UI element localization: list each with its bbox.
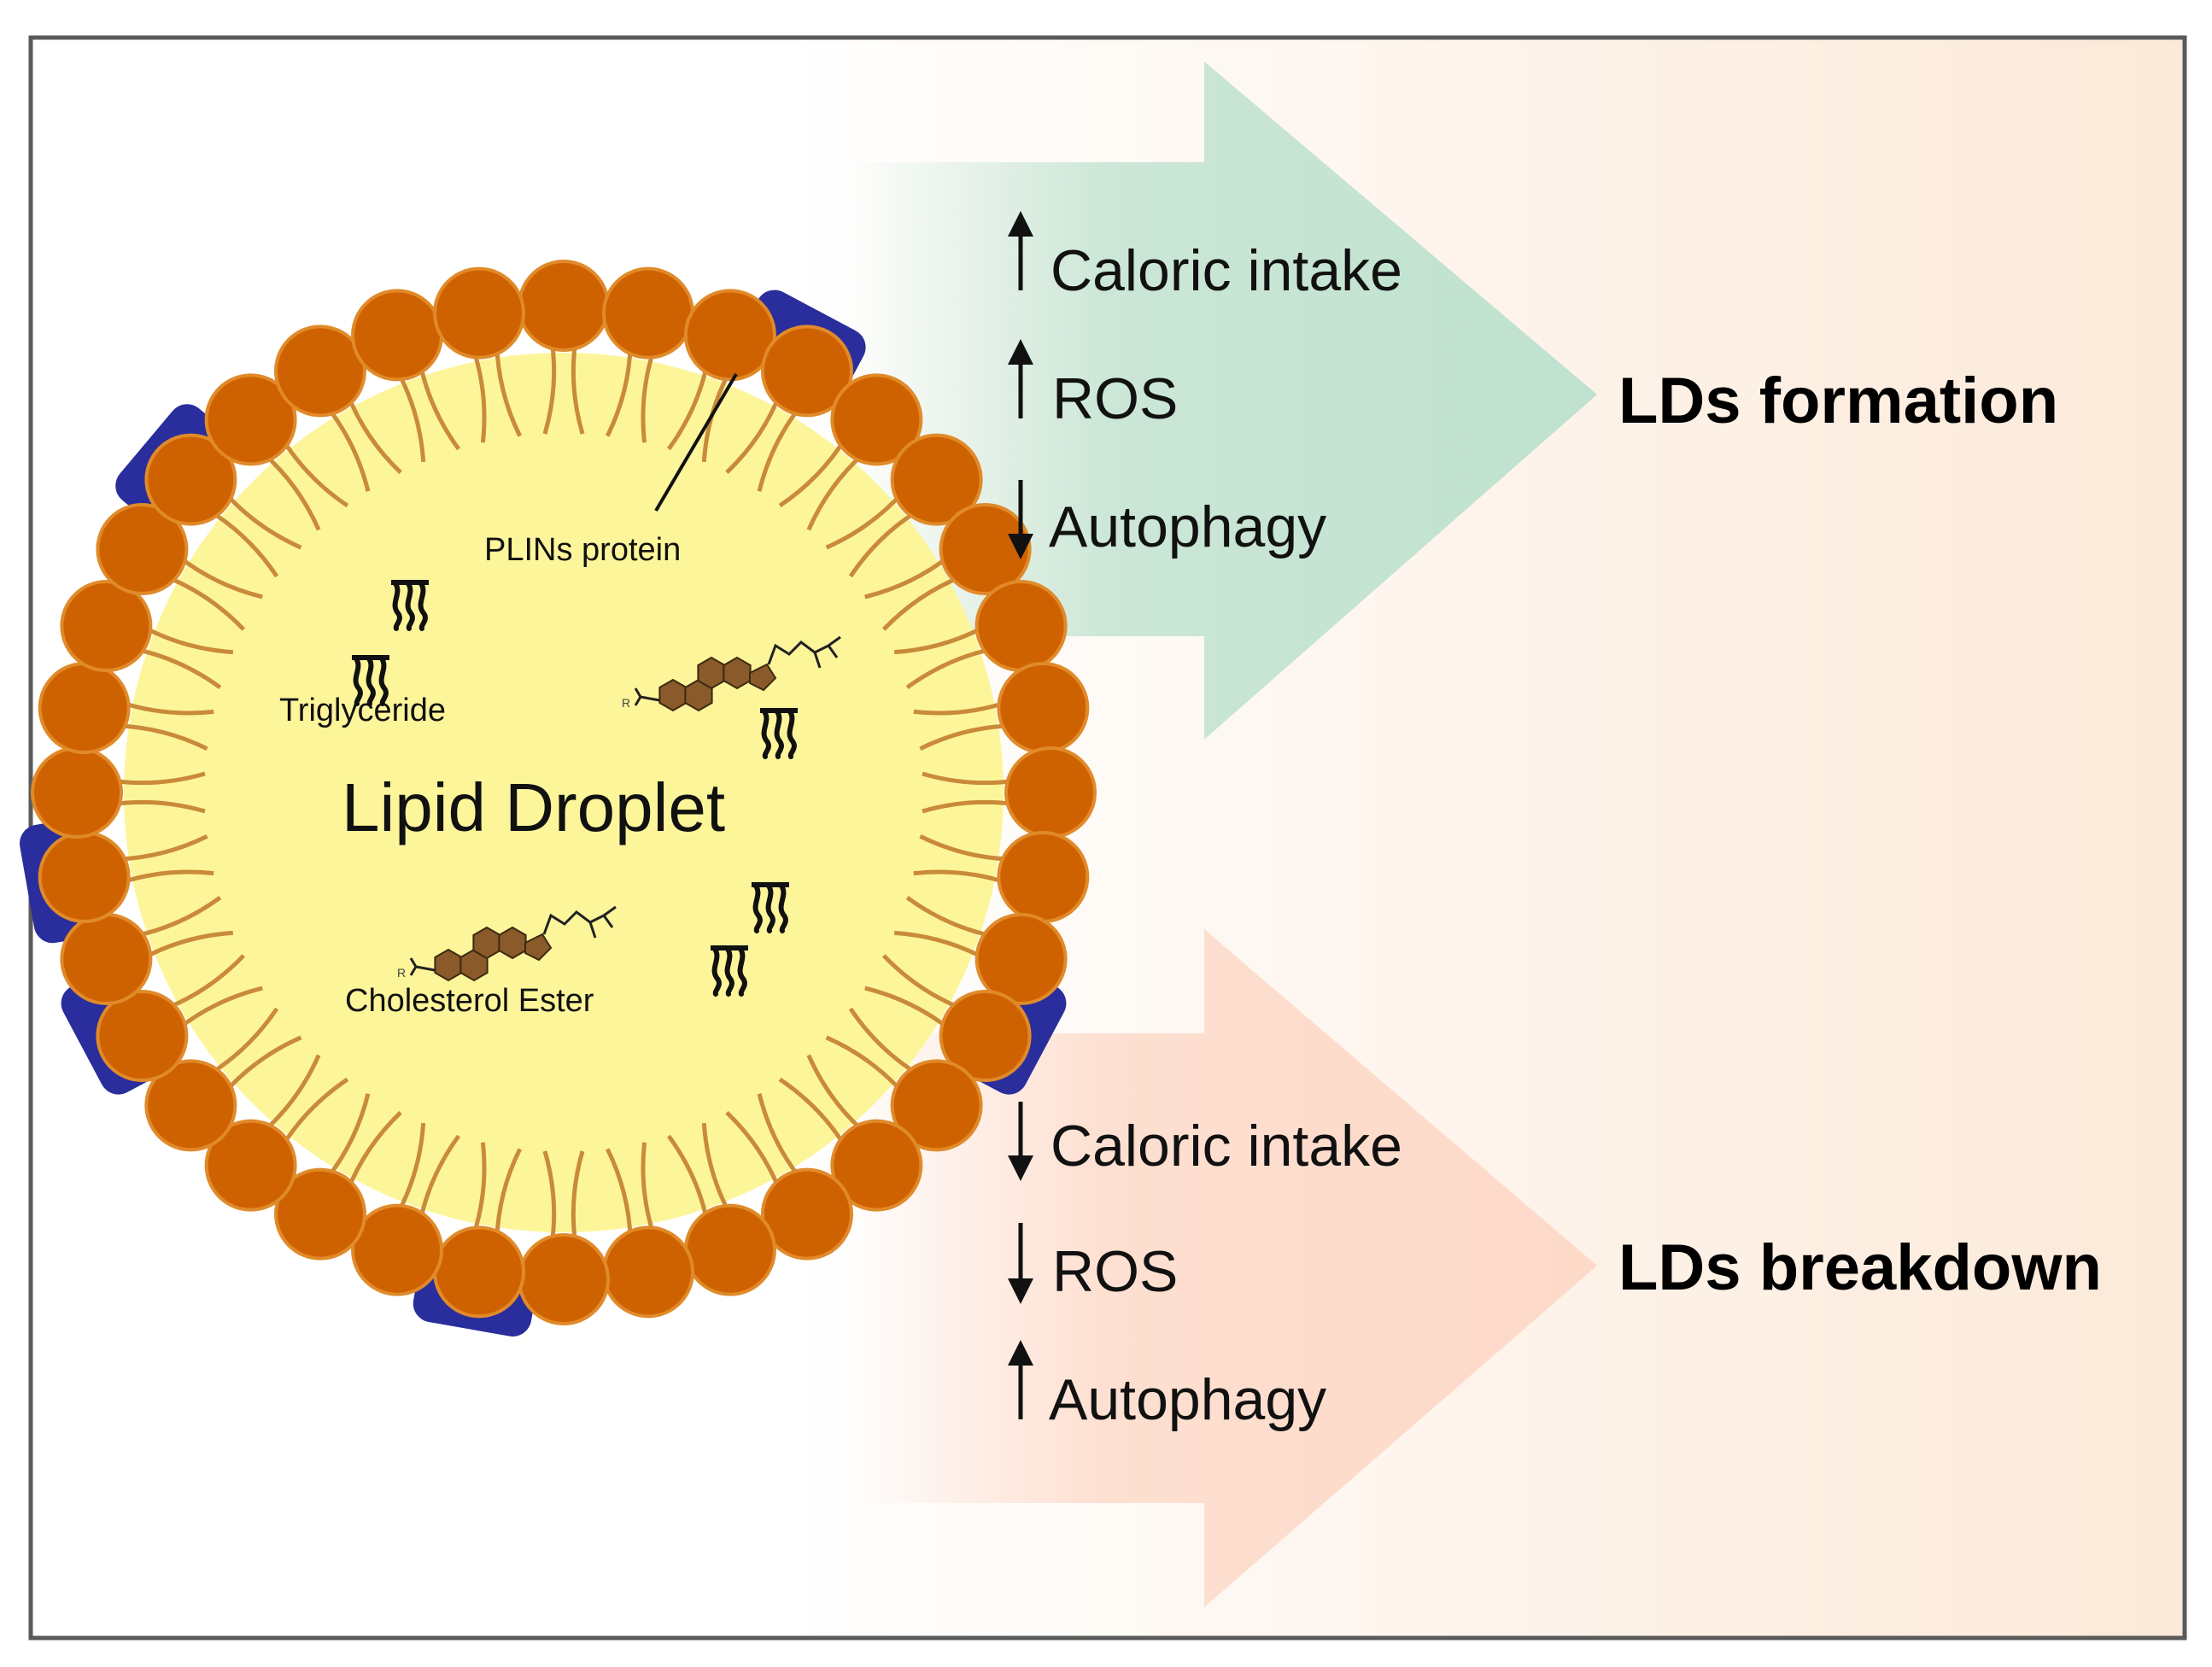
phospholipid-head [939, 990, 1032, 1082]
phospholipid-head [683, 1203, 776, 1296]
phospholipid-head [433, 266, 526, 360]
sterol-icon: R [622, 635, 841, 712]
breakdown-arrow [846, 929, 1597, 1607]
triglyceride-icon [352, 655, 389, 706]
phospholipid-head [204, 373, 297, 466]
phospholipid-head [601, 266, 694, 360]
formation-factor-label: Caloric intake [1050, 238, 1402, 303]
phospholipid-head [518, 1233, 610, 1325]
cholesterol-ester-label: Cholesterol Ester [345, 983, 594, 1019]
phospholipid-head [997, 830, 1090, 923]
sterol-r-label: R [622, 696, 630, 710]
phospholipid-head [204, 1119, 297, 1212]
phospholipid-head [974, 912, 1068, 1005]
phospholipid-head [31, 746, 123, 839]
cholesterol-ester-molecules: RR [397, 635, 841, 982]
triglyceride-icon [391, 580, 429, 631]
formation-arrow [846, 61, 1597, 740]
phospholipid-head [997, 662, 1090, 755]
phospholipid-head [96, 503, 189, 595]
phospholipid-head [96, 990, 189, 1082]
phospholipid-head [274, 1167, 366, 1260]
breakdown-factor-label: ROS [1052, 1239, 1178, 1304]
phospholipid-head [761, 325, 853, 418]
phospholipid-head [683, 289, 776, 382]
breakdown-factor-list: Caloric intake ROS Autophagy [1008, 1102, 1402, 1432]
formation-factor-1: Caloric intake [1008, 211, 1402, 303]
droplet-core [124, 353, 1004, 1232]
triglyceride-label: Triglyceride [279, 693, 446, 728]
phospholipid-head [60, 580, 153, 673]
phospholipid-head [274, 325, 366, 418]
sterol-icon: R [397, 905, 617, 982]
breakdown-factor-1: Caloric intake [1008, 1102, 1402, 1181]
phospholipid-head [1004, 746, 1097, 839]
phospholipid-head [518, 260, 610, 352]
phospholipid-heads [31, 260, 1097, 1325]
phospholipid-head [144, 1059, 237, 1152]
triglyceride-icon [760, 708, 798, 759]
formation-factor-label: ROS [1052, 366, 1178, 431]
phospholipid-head [974, 580, 1068, 673]
breakdown-factor-label: Caloric intake [1050, 1114, 1402, 1179]
phospholipid-head [38, 662, 131, 755]
phospholipid-head [830, 1119, 923, 1212]
phospholipid-head [144, 433, 237, 526]
droplet-title: Lipid Droplet [342, 769, 725, 845]
phospholipid-head [890, 1059, 983, 1152]
phospholipid-head [351, 289, 444, 382]
phospholipid-head [601, 1225, 694, 1319]
phospholipid-head [433, 1225, 526, 1319]
triglyceride-icon [711, 945, 748, 997]
phospholipid-head [830, 373, 923, 466]
formation-outcome-label: LDs formation [1618, 365, 2058, 437]
breakdown-factor-3: Autophagy [1008, 1340, 1326, 1432]
phospholipid-head [38, 830, 131, 923]
plin-label: PLINs protein [484, 532, 681, 568]
phospholipid-head [60, 912, 153, 1005]
triglyceride-molecules [352, 580, 798, 997]
phospholipid-head [761, 1167, 853, 1260]
formation-factor-list: Caloric intake ROS Autophagy [1008, 211, 1402, 559]
breakdown-factor-2: ROS [1008, 1223, 1178, 1304]
sterol-r-label: R [397, 966, 406, 980]
breakdown-factor-label: Autophagy [1049, 1367, 1326, 1432]
formation-factor-3: Autophagy [1008, 480, 1326, 559]
triglyceride-icon [752, 882, 789, 933]
breakdown-outcome-label: LDs breakdown [1618, 1231, 2102, 1304]
formation-factor-2: ROS [1008, 339, 1178, 431]
lipid-droplet: PLINs protein Triglyceride RR Cholestero… [20, 260, 1097, 1337]
phospholipid-head [351, 1203, 444, 1296]
formation-factor-label: Autophagy [1049, 494, 1326, 559]
phospholipid-head [890, 433, 983, 526]
plin-pointer-line [654, 372, 738, 512]
